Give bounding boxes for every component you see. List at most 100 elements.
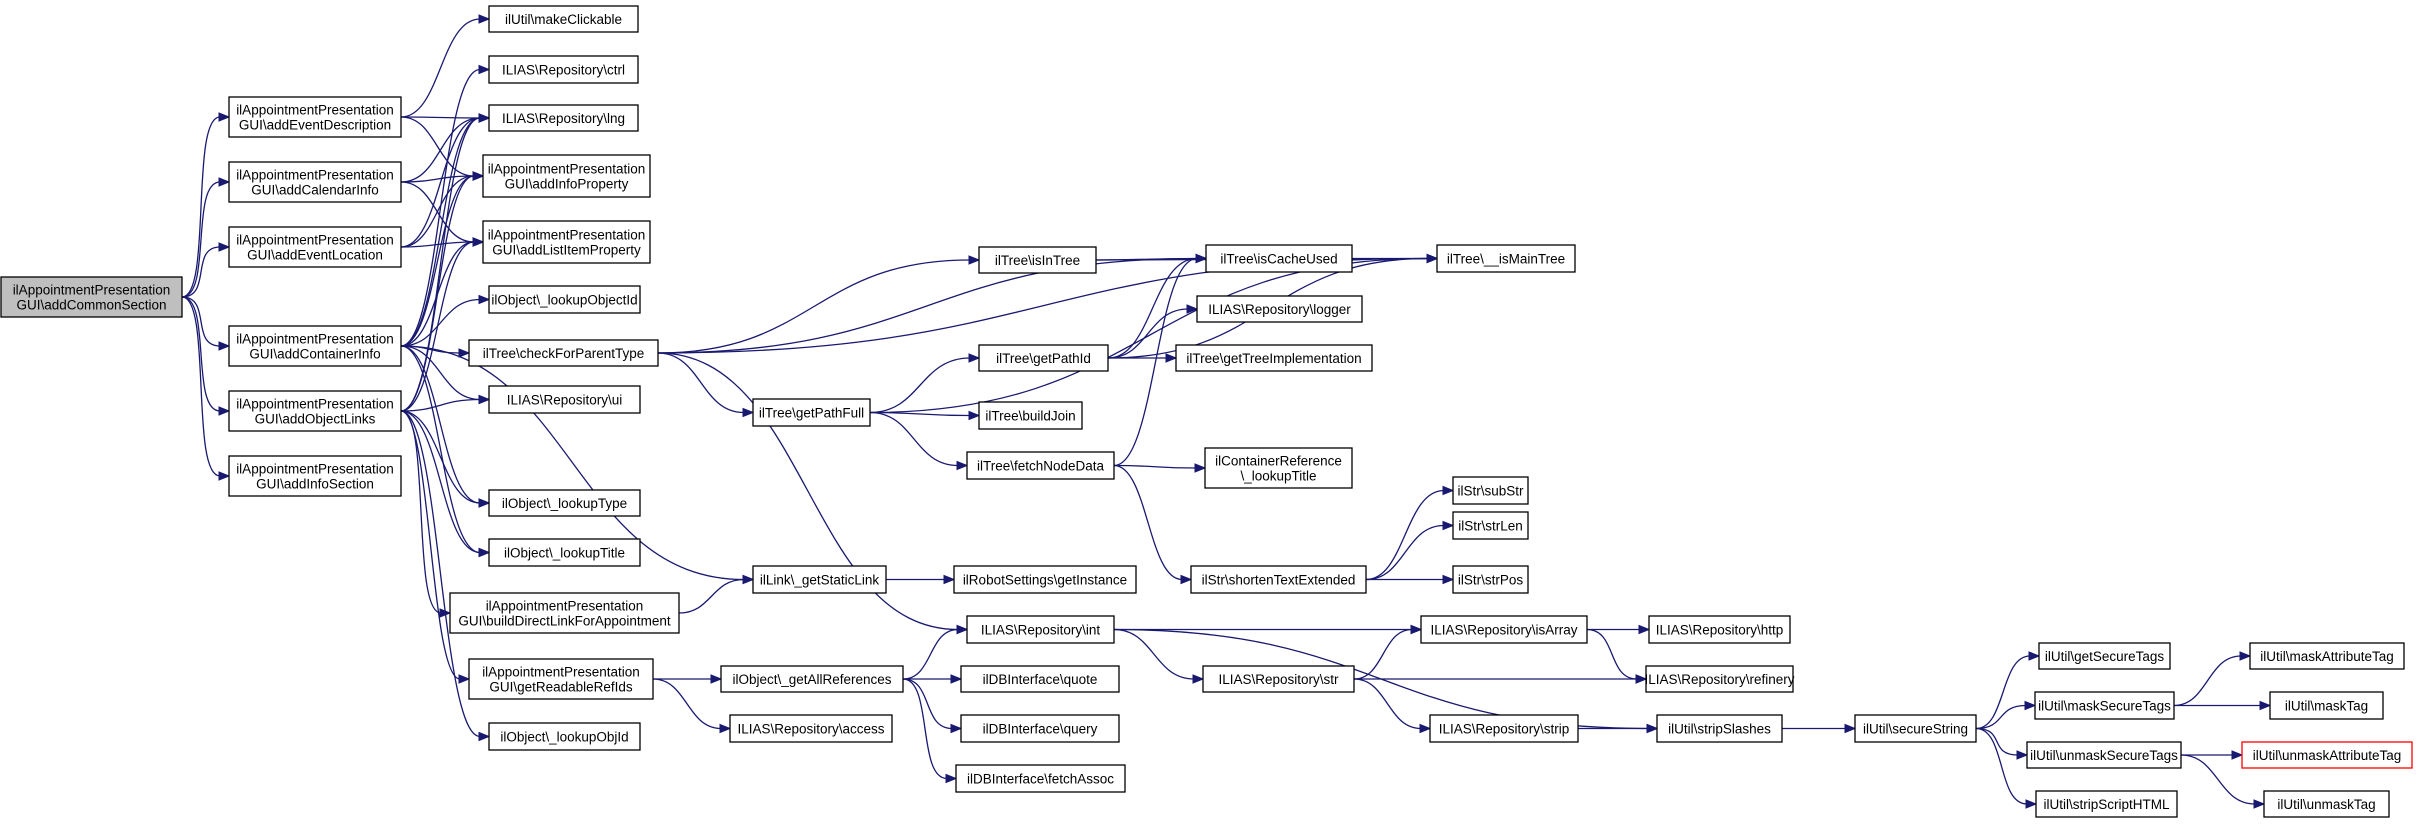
node-box[interactable] [978, 344, 1109, 372]
node-shortenTextExtended[interactable]: ilStr\shortenTextExtended [1190, 565, 1367, 594]
node-maskTag[interactable]: ilUtil\maskTag [2269, 691, 2384, 720]
node-box[interactable] [2038, 642, 2171, 670]
node-box[interactable] [1854, 714, 1977, 743]
node-box[interactable] [1204, 447, 1353, 489]
node-addContainerInfo[interactable]: ilAppointmentPresentationGUI\addContaine… [228, 325, 402, 367]
node-box[interactable] [488, 285, 641, 314]
node-str[interactable]: ILIAS\Repository\str [1202, 665, 1355, 693]
node-fetchNodeData[interactable]: ilTree\fetchNodeData [966, 451, 1115, 480]
node-lookupType[interactable]: ilObject\_lookupType [488, 489, 641, 517]
node-box[interactable] [1656, 714, 1783, 743]
node-box[interactable] [1420, 615, 1588, 644]
node-getAllReferences[interactable]: ilObject\_getAllReferences [720, 665, 904, 693]
node-box[interactable] [1452, 476, 1529, 505]
node-maskSecureTags[interactable]: ilUtil\maskSecureTags [2034, 691, 2175, 720]
node-box[interactable] [482, 154, 651, 198]
node-box[interactable] [960, 665, 1120, 693]
node-http[interactable]: ILIAS\Repository\http [1648, 615, 1791, 644]
node-box[interactable] [228, 161, 402, 203]
node-addEventDescription[interactable]: ilAppointmentPresentationGUI\addEventDes… [228, 96, 402, 138]
node-box[interactable] [0, 276, 183, 318]
node-box[interactable] [1452, 565, 1529, 594]
node-quote[interactable]: ilDBInterface\quote [960, 665, 1120, 693]
node-stripSlashes[interactable]: ilUtil\stripSlashes [1656, 714, 1783, 743]
node-box[interactable] [955, 764, 1126, 793]
node-box[interactable] [228, 96, 402, 138]
node-containerLookupTitle[interactable]: ilContainerReference\_lookupTitle [1204, 447, 1353, 489]
node-box[interactable] [488, 722, 641, 751]
node-box[interactable] [720, 665, 904, 693]
node-box[interactable] [966, 451, 1115, 480]
node-addInfoSection[interactable]: ilAppointmentPresentationGUI\addInfoSect… [228, 455, 402, 497]
node-unmaskAttributeTag[interactable]: ilUtil\unmaskAttributeTag [2241, 741, 2413, 769]
node-box[interactable] [468, 658, 654, 700]
node-getReadableRefIds[interactable]: ilAppointmentPresentationGUI\getReadable… [468, 658, 654, 700]
node-box[interactable] [2034, 691, 2175, 720]
node-box[interactable] [2263, 790, 2390, 818]
node-isInTree[interactable]: ilTree\isInTree [978, 246, 1097, 274]
node-box[interactable] [488, 489, 641, 517]
node-box[interactable] [228, 325, 402, 367]
node-strip[interactable]: ILIAS\Repository\strip [1429, 714, 1579, 743]
node-box[interactable] [752, 565, 887, 594]
node-box[interactable] [978, 401, 1083, 430]
node-box[interactable] [1205, 244, 1353, 273]
node-lookupObjId[interactable]: ilObject\_lookupObjId [488, 722, 641, 751]
node-box[interactable] [2241, 741, 2413, 769]
node-stripScriptHTML[interactable]: ilUtil\stripScriptHTML [2035, 790, 2178, 818]
node-getPathId[interactable]: ilTree\getPathId [978, 344, 1109, 372]
node-subStr[interactable]: ilStr\subStr [1452, 476, 1529, 505]
node-box[interactable] [953, 565, 1137, 594]
node-box[interactable] [228, 455, 402, 497]
node-box[interactable] [1436, 244, 1576, 273]
node-box[interactable] [752, 398, 871, 427]
node-box[interactable] [960, 714, 1120, 743]
node-box[interactable] [488, 104, 639, 132]
node-isCacheUsed[interactable]: ilTree\isCacheUsed [1205, 244, 1353, 273]
node-box[interactable] [978, 246, 1097, 274]
node-box[interactable] [228, 226, 402, 268]
node-strLen[interactable]: ilStr\strLen [1452, 511, 1529, 540]
node-root[interactable]: ilAppointmentPresentationGUI\addCommonSe… [0, 276, 183, 318]
node-box[interactable] [468, 339, 659, 367]
node-addObjectLinks[interactable]: ilAppointmentPresentationGUI\addObjectLi… [228, 390, 402, 432]
node-box[interactable] [1175, 344, 1373, 372]
node-refinery[interactable]: ILIAS\Repository\refinery [1644, 665, 1795, 693]
node-secureString[interactable]: ilUtil\secureString [1854, 714, 1977, 743]
node-buildDirectLink[interactable]: ilAppointmentPresentationGUI\buildDirect… [449, 592, 680, 634]
node-box[interactable] [2035, 790, 2178, 818]
node-int[interactable]: ILIAS\Repository\int [966, 615, 1115, 644]
node-ui[interactable]: ILIAS\Repository\ui [488, 385, 641, 414]
node-query[interactable]: ilDBInterface\query [960, 714, 1120, 743]
node-box[interactable] [228, 390, 402, 432]
node-unmaskSecureTags[interactable]: ilUtil\unmaskSecureTags [2026, 741, 2182, 769]
node-box[interactable] [1196, 295, 1363, 323]
node-box[interactable] [1429, 714, 1579, 743]
node-box[interactable] [488, 385, 641, 414]
node-box[interactable] [2026, 741, 2182, 769]
node-getStaticLink[interactable]: ilLink\_getStaticLink [752, 565, 887, 594]
node-isArray[interactable]: ILIAS\Repository\isArray [1420, 615, 1588, 644]
node-box[interactable] [729, 714, 893, 743]
node-lookupObjectId[interactable]: ilObject\_lookupObjectId [488, 285, 641, 314]
node-makeClickable[interactable]: ilUtil\makeClickable [488, 5, 639, 33]
node-box[interactable] [482, 220, 651, 264]
node-box[interactable] [966, 615, 1115, 644]
node-buildJoin[interactable]: ilTree\buildJoin [978, 401, 1083, 430]
node-box[interactable] [488, 5, 639, 33]
node-box[interactable] [2269, 691, 2384, 720]
node-getSecureTags[interactable]: ilUtil\getSecureTags [2038, 642, 2171, 670]
node-box[interactable] [1452, 511, 1529, 540]
node-access[interactable]: ILIAS\Repository\access [729, 714, 893, 743]
node-fetchAssoc[interactable]: ilDBInterface\fetchAssoc [955, 764, 1126, 793]
node-strPos[interactable]: ilStr\strPos [1452, 565, 1529, 594]
node-lookupTitle[interactable]: ilObject\_lookupTitle [488, 538, 641, 567]
node-lng[interactable]: ILIAS\Repository\lng [488, 104, 639, 132]
node-box[interactable] [2249, 642, 2405, 670]
node-box[interactable] [488, 538, 641, 567]
node-addCalendarInfo[interactable]: ilAppointmentPresentationGUI\addCalendar… [228, 161, 402, 203]
node-box[interactable] [1645, 665, 1794, 693]
node-addInfoProperty[interactable]: ilAppointmentPresentationGUI\addInfoProp… [482, 154, 651, 198]
node-addEventLocation[interactable]: ilAppointmentPresentationGUI\addEventLoc… [228, 226, 402, 268]
node-unmaskTag[interactable]: ilUtil\unmaskTag [2263, 790, 2390, 818]
